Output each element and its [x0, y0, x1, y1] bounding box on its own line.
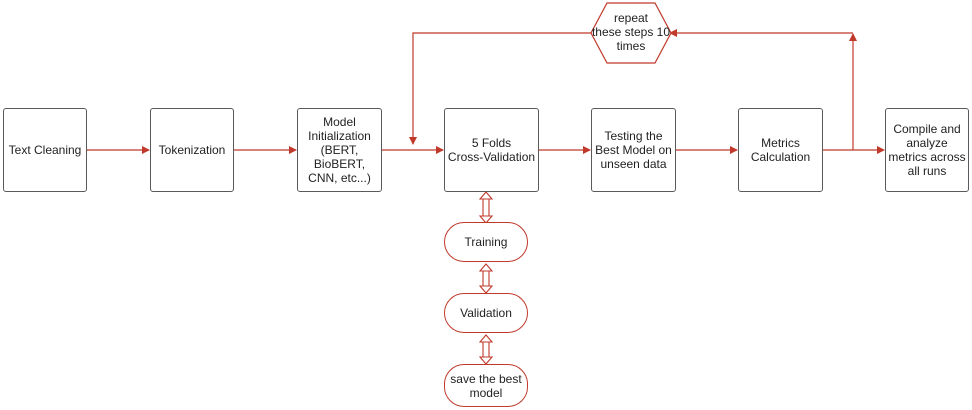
- repeat-hexagon: [590, 2, 672, 64]
- step-model-initialization-label: Model Initialization (BERT, BioBERT, CNN…: [308, 115, 371, 185]
- cv-validation-label: Validation: [460, 306, 512, 320]
- step-text-cleaning-label: Text Cleaning: [8, 143, 82, 157]
- cv-validation: Validation: [444, 293, 528, 333]
- step-cross-validation-label: 5 Folds Cross-Validation: [447, 136, 536, 164]
- step-compile-analyze: Compile and analyze metrics across all r…: [885, 108, 969, 192]
- step-text-cleaning: Text Cleaning: [3, 108, 87, 192]
- step-metrics-calculation-label: Metrics Calculation: [750, 136, 811, 164]
- cv-save-best-model-label: save the best model: [450, 371, 522, 400]
- step-compile-analyze-label: Compile and analyze metrics across all r…: [888, 122, 966, 178]
- step-testing: Testing the Best Model on unseen data: [591, 108, 676, 192]
- repeat-label: repeat these steps 10 times: [588, 5, 674, 59]
- step-tokenization-label: Tokenization: [158, 143, 226, 157]
- step-cross-validation: 5 Folds Cross-Validation: [444, 108, 539, 192]
- connector-training-validation: [478, 263, 494, 294]
- step-tokenization: Tokenization: [150, 108, 234, 192]
- step-metrics-calculation: Metrics Calculation: [738, 108, 823, 192]
- step-testing-label: Testing the Best Model on unseen data: [595, 129, 672, 171]
- cv-training: Training: [444, 222, 528, 262]
- connector-cv-training: [478, 191, 494, 224]
- repeat-text: repeat these steps 10 times: [591, 11, 671, 53]
- cv-training-label: Training: [464, 235, 508, 249]
- step-model-initialization: Model Initialization (BERT, BioBERT, CNN…: [297, 108, 382, 192]
- cv-save-best-model: save the best model: [444, 364, 528, 407]
- loop-arrow-back: [409, 32, 592, 145]
- connector-validation-save: [478, 334, 494, 365]
